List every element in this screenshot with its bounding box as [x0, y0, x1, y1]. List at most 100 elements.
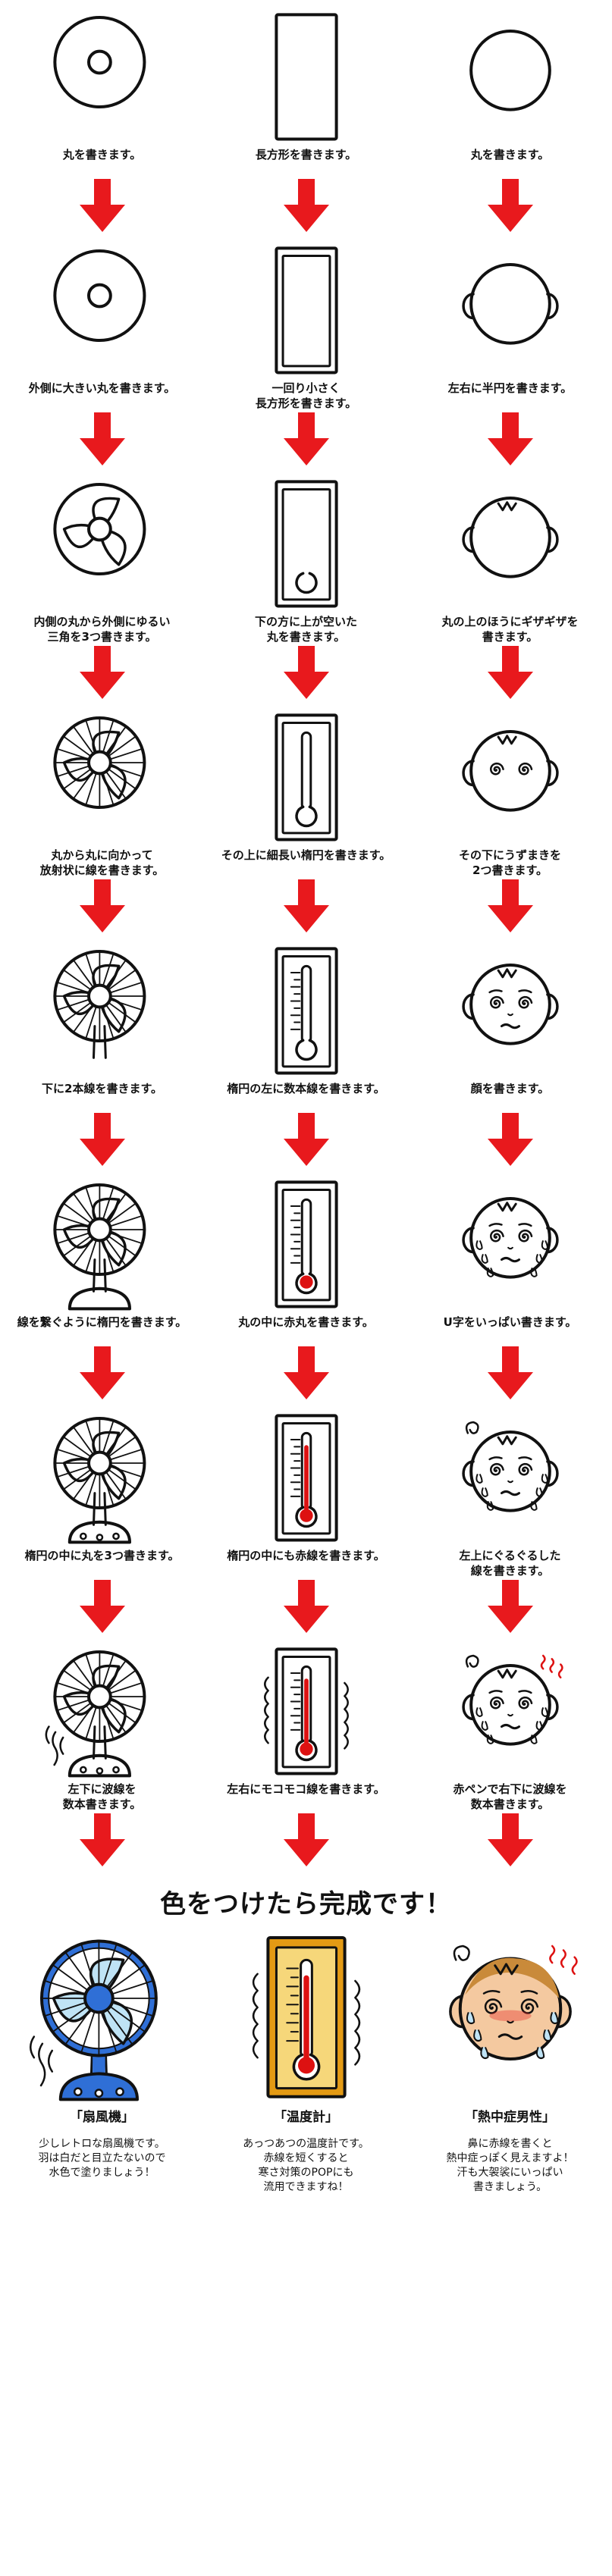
heatstroke-man-icon: [427, 1929, 594, 2103]
step-caption: その下にうずまきを 2つ書きます。: [458, 848, 561, 877]
step-thermometer-column: 長方形を書きます。: [204, 8, 408, 232]
fan-illustration: [27, 241, 178, 378]
thermometer-illustration: [231, 942, 382, 1078]
fan-illustration: [27, 942, 178, 1078]
step-row: 丸から丸に向かって 放射状に線を書きます。その上に細長い楕円を書きます。その下に…: [0, 708, 612, 942]
face-illustration: [435, 8, 586, 144]
final-item-name: 「扇風機」: [70, 2110, 134, 2125]
step-face-column: 丸の上のほうにギザギザを 書きます。: [408, 475, 612, 699]
step-caption: 長方形を書きます。: [255, 148, 357, 161]
step-thermometer-column: 下の方に上が空いた 丸を書きます。: [204, 475, 408, 699]
step-thermometer-column: 左右にモコモコ線を書きます。: [204, 1642, 408, 1866]
step-row: 楕円の中に丸を3つ書きます。 楕円の中にも赤線を書きます。 左上にぐるぐるした 線を…: [0, 1409, 612, 1642]
face-illustration: [435, 475, 586, 611]
fan-illustration: [27, 708, 178, 845]
step-fan-column: 外側に大きい丸を書きます。: [0, 241, 204, 465]
step-row: 下に2本線を書きます。 楕円の左に数本線を書きます。 顔を書きます。: [0, 942, 612, 1175]
step-face-column: 赤ペンで右下に波線を 数本書きます。: [408, 1642, 612, 1866]
down-arrow: [283, 179, 329, 232]
step-fan-column: 内側の丸から外側にゆるい 三角を3つ書きます。: [0, 475, 204, 699]
down-arrow: [283, 1113, 329, 1166]
step-row: 内側の丸から外側にゆるい 三角を3つ書きます。 下の方に上が空いた 丸を書きます。…: [0, 475, 612, 708]
step-caption: 外側に大きい丸を書きます。: [28, 381, 176, 395]
step-fan-column: 線を繋ぐように楕円を書きます。: [0, 1175, 204, 1399]
down-arrow: [487, 179, 533, 232]
step-caption: 丸を書きます。: [62, 148, 142, 161]
down-arrow: [79, 1580, 125, 1633]
face-illustration: [435, 942, 586, 1078]
face-illustration: [435, 241, 586, 378]
step-caption: その上に細長い楕円を書きます。: [221, 848, 391, 862]
final-row: 「扇風機」少しレトロな扇風機です。 羽は白だと目立たないので 水色で塗りましょう…: [0, 1929, 612, 2247]
final-item-description: 鼻に赤線を書くと 熱中症っぽく見えますよ！ 汗も大袈裟にいっぱい 書きましょう。: [446, 2138, 574, 2193]
thermometer-illustration: [231, 1409, 382, 1545]
final-item-name: 「温度計」: [274, 2110, 338, 2125]
step-caption: 左右にモコモコ線を書きます。: [227, 1782, 385, 1796]
step-thermometer-column: 一回り小さく 長方形を書きます。: [204, 241, 408, 465]
face-illustration: [435, 1409, 586, 1545]
final-item-name: 「熱中症男性」: [465, 2110, 555, 2125]
completion-title: 色をつけたら完成です！: [160, 1889, 452, 1919]
down-arrow: [79, 1113, 125, 1166]
step-caption: 左下に波線を 数本書きます。: [62, 1782, 142, 1811]
final-item: 「温度計」あっつあつの温度計です。 赤線を短くすると 寒さ対策のPOPにも 流用…: [204, 1929, 408, 2195]
step-face-column: U字をいっぱい書きます。: [408, 1175, 612, 1399]
down-arrow: [283, 412, 329, 465]
step-thermometer-column: 楕円の中にも赤線を書きます。: [204, 1409, 408, 1633]
step-caption: 楕円の中にも赤線を書きます。: [227, 1549, 385, 1562]
fan-illustration: [27, 1409, 178, 1545]
step-caption: 赤ペンで右下に波線を 数本書きます。: [453, 1782, 567, 1811]
final-item: 「熱中症男性」鼻に赤線を書くと 熱中症っぽく見えますよ！ 汗も大袈裟にいっぱい …: [408, 1929, 612, 2195]
step-caption: U字をいっぱい書きます。: [443, 1315, 577, 1329]
down-arrow: [283, 646, 329, 699]
step-fan-column: 左下に波線を 数本書きます。: [0, 1642, 204, 1866]
down-arrow: [487, 1813, 533, 1866]
step-fan-column: 楕円の中に丸を3つ書きます。: [0, 1409, 204, 1633]
thermometer-icon: [223, 1929, 390, 2103]
step-caption: 下に2本線を書きます。: [42, 1082, 162, 1095]
face-illustration: [435, 708, 586, 845]
down-arrow: [487, 1346, 533, 1399]
step-caption: 楕円の中に丸を3つ書きます。: [24, 1549, 180, 1562]
fan-illustration: [27, 475, 178, 611]
thermometer-illustration: [231, 1175, 382, 1312]
step-caption: 左上にぐるぐるした 線を書きます。: [459, 1549, 561, 1578]
step-row: 左下に波線を 数本書きます。 左右にモコモコ線を書きます。 赤ペンで右下に波線を 数…: [0, 1642, 612, 1876]
down-arrow: [487, 879, 533, 932]
down-arrow: [487, 646, 533, 699]
down-arrow: [79, 1346, 125, 1399]
step-caption: 一回り小さく 長方形を書きます。: [255, 381, 357, 410]
fan-illustration: [27, 8, 178, 144]
final-item: 「扇風機」少しレトロな扇風機です。 羽は白だと目立たないので 水色で塗りましょう…: [0, 1929, 204, 2180]
down-arrow: [487, 412, 533, 465]
step-fan-column: 丸を書きます。: [0, 8, 204, 232]
down-arrow: [487, 1113, 533, 1166]
final-item-description: あっつあつの温度計です。 赤線を短くすると 寒さ対策のPOPにも 流用できますね…: [243, 2138, 369, 2193]
fan-illustration: [27, 1175, 178, 1312]
step-thermometer-column: 楕円の左に数本線を書きます。: [204, 942, 408, 1166]
down-arrow: [283, 1813, 329, 1866]
step-caption: 丸の中に赤丸を書きます。: [238, 1315, 374, 1329]
step-caption: 丸を書きます。: [470, 148, 550, 161]
step-face-column: 顔を書きます。: [408, 942, 612, 1166]
down-arrow: [283, 1346, 329, 1399]
step-row: 線を繋ぐように楕円を書きます。 丸の中に赤丸を書きます。 U字をいっぱい書きます。: [0, 1175, 612, 1409]
thermometer-illustration: [231, 241, 382, 378]
step-caption: 内側の丸から外側にゆるい 三角を3つ書きます。: [33, 615, 171, 644]
step-face-column: その下にうずまきを 2つ書きます。: [408, 708, 612, 932]
thermometer-illustration: [231, 475, 382, 611]
thermometer-illustration: [231, 8, 382, 144]
step-face-column: 丸を書きます。: [408, 8, 612, 232]
fan-illustration: [27, 1642, 178, 1778]
step-caption: 楕円の左に数本線を書きます。: [227, 1082, 385, 1095]
thermometer-illustration: [231, 708, 382, 845]
step-row: 丸を書きます。 長方形を書きます。 丸を書きます。: [0, 8, 612, 241]
down-arrow: [283, 879, 329, 932]
step-caption: 左右に半円を書きます。: [447, 381, 573, 395]
step-caption: 丸の上のほうにギザギザを 書きます。: [441, 615, 579, 644]
step-caption: 線を繋ぐように楕円を書きます。: [17, 1315, 187, 1329]
step-caption: 顔を書きます。: [470, 1082, 550, 1095]
electric-fan-icon: [19, 1929, 186, 2103]
face-illustration: [435, 1175, 586, 1312]
